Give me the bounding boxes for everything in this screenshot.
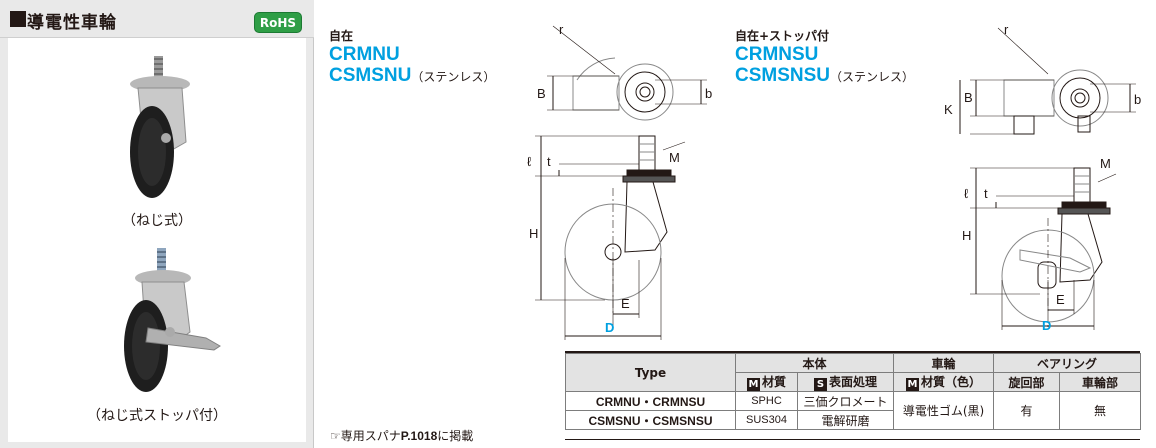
th-body: 本体 [735, 353, 894, 373]
table-row: CRMNU・CRMNSU SPHC 三価クロメート 導電性ゴム(黒) 有 無 [565, 391, 1141, 430]
spanner-note-prefix: ☞専用スパナ [330, 429, 401, 443]
model-csmsnsu: CSMSNSU [735, 65, 831, 86]
th-bearing: ベアリング [993, 353, 1141, 373]
type-label-swivel: 自在 [329, 29, 354, 43]
model-crmnu: CRMNU [329, 44, 400, 65]
drawing-swivel-stopper: r B K b M ℓ t H E D [944, 22, 1141, 333]
spanner-note: ☞専用スパナP.1018に掲載 [330, 427, 473, 444]
dim-E: E [621, 296, 630, 311]
dim2-H: H [962, 228, 971, 243]
section-header: 導電性車輪 RoHS [0, 0, 314, 38]
material-note-stainless: （ステンレス） [411, 70, 496, 84]
dim2-B: B [964, 90, 973, 105]
row-surface: 電解研磨 [797, 410, 894, 430]
th-type: Type [565, 353, 736, 392]
table-top-rule [565, 351, 1140, 353]
dim2-E: E [1056, 292, 1065, 307]
table-header-row-1: Type 本体 車輪 ベアリング [565, 353, 1141, 392]
row-surface: 三価クロメート [797, 391, 894, 411]
th-wheel-bearing: 車輪部 [1059, 372, 1141, 392]
section-title: 導電性車輪 [27, 13, 117, 33]
row-type: CSMSNU・CSMSNSU [565, 410, 736, 430]
spanner-note-page-link[interactable]: P.1018 [400, 429, 438, 443]
header-square-marker [10, 11, 26, 27]
material-mark-icon: M [746, 378, 760, 391]
model-csmsnu: CSMSNU [329, 65, 412, 86]
wheel-material-mark-icon: M [905, 378, 919, 391]
dim-r: r [559, 22, 564, 37]
drawing-swivel: r B b M ℓ t H E D [527, 22, 712, 340]
spanner-note-suffix: に掲載 [437, 429, 474, 443]
caster-photo-screw [130, 56, 190, 198]
dim2-M: M [1100, 156, 1111, 171]
dim2-r: r [1004, 22, 1009, 37]
table-bottom-rule [565, 439, 1140, 440]
material-note-stainless-2: （ステンレス） [830, 70, 915, 84]
dim-D: D [605, 320, 614, 335]
cell-swivel-bearing: 有 [993, 391, 1060, 430]
photo-caption-screw: （ねじ式） [122, 213, 192, 229]
th-swivel-bearing: 旋回部 [993, 372, 1060, 392]
photo-area: （ねじ式） （ねじ式ストッパ付） [8, 38, 306, 442]
dim2-b: b [1134, 92, 1141, 107]
caster-photo-screw-stopper [124, 248, 221, 392]
product-heading-swivel: 自在 CRMNU CSMSNU（ステンレス） [329, 27, 495, 88]
cell-wheel-bearing: 無 [1059, 391, 1141, 430]
cell-wheel-material: 導電性ゴム(黒) [893, 391, 994, 430]
row-type: CRMNU・CRMNSU [565, 391, 736, 411]
dim2-K: K [944, 102, 953, 117]
dim-t: t [547, 154, 551, 169]
dim2-t: t [984, 186, 988, 201]
row-material: SUS304 [735, 410, 798, 430]
product-heading-swivel-stopper: 自在+ストッパ付 CRMNSU CSMSNSU（ステンレス） [735, 27, 914, 88]
surface-mark-icon: S [813, 378, 827, 391]
dim-M: M [669, 150, 680, 165]
th-wheel: 車輪 [893, 353, 994, 373]
table-row: CSMSNU・CSMSNSU SUS304 電解研磨 [565, 410, 1141, 430]
rohs-badge: RoHS [254, 12, 302, 33]
dim2-D: D [1042, 318, 1051, 333]
left-panel: 導電性車輪 RoHS （ねじ式） （ねじ式ストッパ付） [0, 0, 314, 448]
dim-b: b [705, 86, 712, 101]
dim-H: H [529, 226, 538, 241]
type-label-swivel-stopper: 自在+ストッパ付 [735, 29, 830, 43]
model-crmnsu: CRMNSU [735, 44, 819, 65]
dim-B: B [537, 86, 546, 101]
dim2-l: ℓ [964, 186, 969, 201]
photo-caption-screw-stopper: （ねじ式ストッパ付） [87, 408, 227, 424]
row-material: SPHC [735, 391, 798, 411]
dim-l: ℓ [527, 154, 532, 169]
